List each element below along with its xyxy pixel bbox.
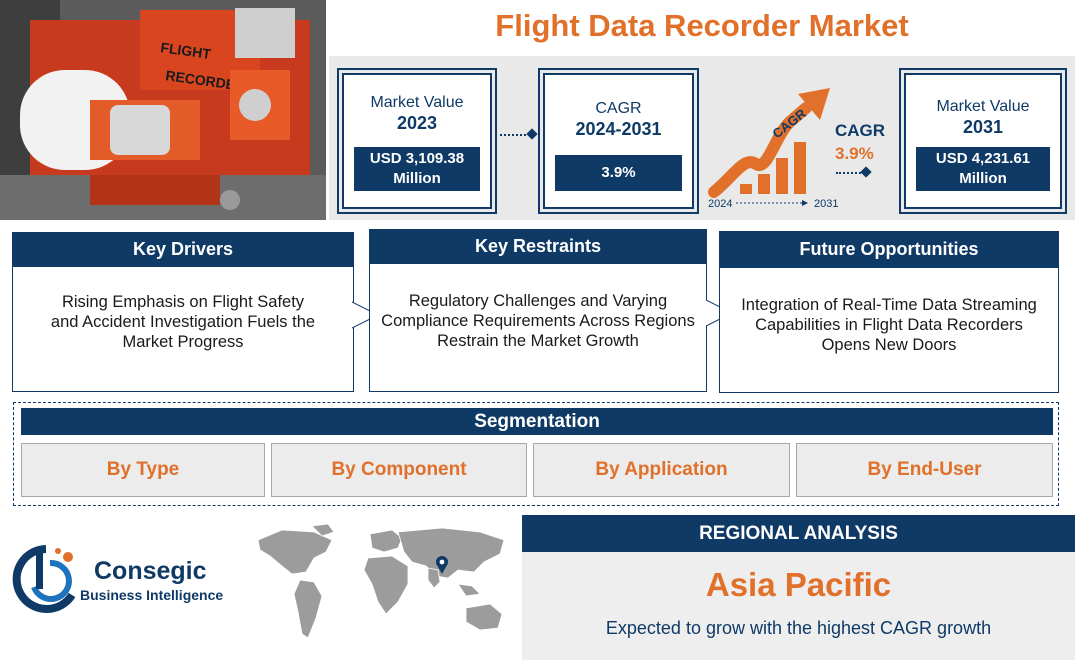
world-map: [252, 522, 518, 654]
key-drivers-section: Key Drivers Rising Emphasis on Flight Sa…: [12, 232, 354, 392]
regional-analysis-panel: [522, 552, 1075, 660]
cagr-card-period-wrap: 2024-2031: [545, 119, 692, 141]
regional-analysis-title: REGIONAL ANALYSIS: [522, 515, 1075, 552]
cagr-card-period: 2024-2031: [575, 119, 662, 139]
segment-by-component[interactable]: By Component: [271, 443, 527, 497]
svg-text:FLIGHT: FLIGHT: [160, 39, 213, 62]
cagr-growth-graphic: CAGR 2024 2031: [706, 86, 839, 214]
cagr-graphic-label: CAGR: [835, 121, 886, 140]
market-value-2023-label: Market Value: [370, 94, 464, 111]
segment-by-end-user[interactable]: By End-User: [796, 443, 1053, 497]
regional-description: Expected to grow with the highest CAGR g…: [605, 618, 992, 638]
key-restraints-title: Key Restraints: [369, 229, 707, 263]
cagr-card-label: CAGR: [595, 100, 642, 117]
page-title: Flight Data Recorder Market: [495, 8, 909, 43]
market-value-2031-year: 2031: [962, 117, 1004, 137]
segmentation-title: Segmentation: [21, 408, 1053, 435]
market-value-2031-value: USD 4,231.61 Million: [916, 147, 1050, 191]
cagr-card: CAGR 2024-2031 3.9%: [538, 68, 699, 214]
key-drivers-title: Key Drivers: [12, 232, 354, 266]
market-value-2023-value: USD 3,109.38 Million: [354, 147, 480, 191]
market-value-2031-label: Market Value: [936, 98, 1030, 115]
connector-line: [500, 134, 530, 136]
regional-top-region: Asia Pacific: [705, 566, 892, 603]
market-value-2031-card: Market Value 2031 USD 4,231.61 Million: [899, 68, 1067, 214]
future-opportunities-section: Future Opportunities Integration of Real…: [719, 231, 1059, 393]
key-restraints-section: Key Restraints Regulatory Challenges and…: [369, 229, 707, 392]
market-value-2023-year: 2023: [396, 113, 438, 133]
cagr-end-year: 2031: [814, 198, 839, 210]
segment-by-application[interactable]: By Application: [533, 443, 790, 497]
segment-by-type[interactable]: By Type: [21, 443, 265, 497]
flight-recorder-photo: FLIGHT RECORDER: [0, 0, 326, 220]
market-value-2023-card: Market Value 2023 USD 3,109.38 Million: [337, 68, 497, 214]
cagr-card-value: 3.9%: [555, 155, 682, 191]
key-drivers-text: Rising Emphasis on Flight Safety and Acc…: [12, 266, 354, 392]
logo-tagline: Business Intelligence: [80, 587, 224, 603]
market-value-2031-year-wrap: 2031: [906, 117, 1060, 139]
cagr-graphic-value: 3.9%: [835, 144, 874, 163]
cagr-start-year: 2024: [708, 198, 733, 210]
future-opportunities-title: Future Opportunities: [719, 231, 1059, 267]
future-opportunities-text: Integration of Real-Time Data Streaming …: [719, 267, 1059, 393]
consegic-logo-icon: [10, 543, 80, 617]
segmentation-frame: [13, 402, 1059, 506]
market-value-2023-year-wrap: 2023: [344, 113, 490, 135]
logo-name: Consegic: [94, 557, 207, 585]
connector-line: [836, 172, 864, 174]
growth-arrow-icon: [708, 88, 830, 206]
key-restraints-text: Regulatory Challenges and Varying Compli…: [369, 263, 707, 392]
